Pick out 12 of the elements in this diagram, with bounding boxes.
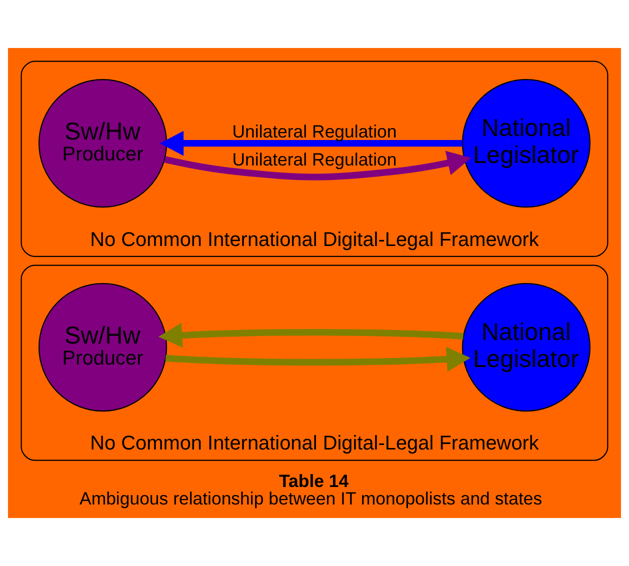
arrow bbox=[165, 346, 470, 372]
arrow bbox=[158, 322, 464, 348]
edge-label: Unilateral Regulation bbox=[232, 122, 397, 142]
node-circle: National Legislator bbox=[462, 79, 591, 208]
caption: Ambiguous relationship between IT monopolists and states bbox=[80, 488, 542, 508]
arrow bbox=[160, 130, 462, 156]
node-circle: Sw/Hw Producer bbox=[38, 283, 168, 412]
node-circle: Sw/Hw Producer bbox=[38, 79, 168, 208]
edge-label: Unilateral Regulation bbox=[232, 149, 397, 170]
node-circle: National Legislator bbox=[462, 283, 591, 412]
arrow bbox=[164, 150, 472, 180]
diagram-title: Table 14 bbox=[279, 470, 349, 491]
